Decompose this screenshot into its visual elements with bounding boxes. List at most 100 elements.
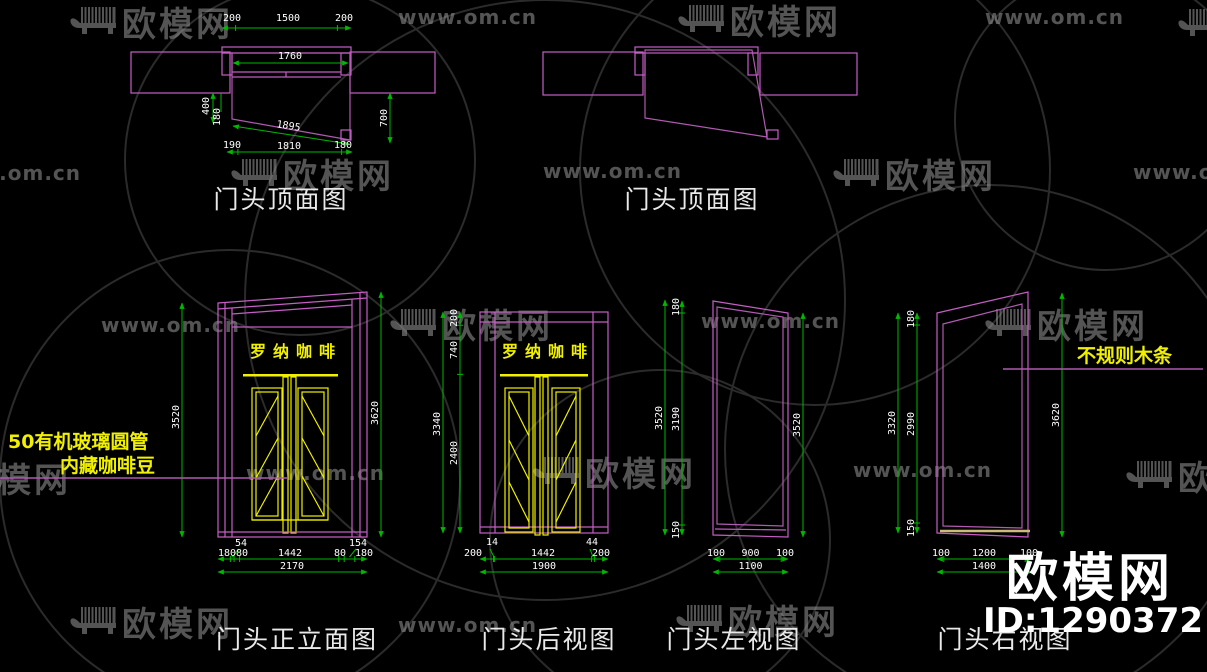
drawing-front-elevation: 罗纳咖啡 3520 3620 54 154 180 80 14 [171, 291, 384, 654]
dim-label: 180 [671, 298, 682, 316]
dim-label: 200 [335, 13, 353, 24]
dim-label: 180 [334, 140, 352, 151]
shop-sign-text: 罗纳咖啡 [250, 342, 342, 361]
frame-outline [217, 291, 368, 538]
acrylic-tube [290, 376, 297, 534]
watermark-url: www.om.cn [853, 458, 992, 482]
wall-hatch-right [759, 52, 858, 96]
dim-label: 3520 [792, 413, 803, 437]
wood-note: 不规则木条 [1077, 344, 1173, 367]
watermark-brand: 欧模网 [1178, 459, 1207, 499]
drawing-plan-top-left: 200 1500 200 1760 400 180 700 1895 190 1… [130, 13, 436, 214]
frame-outline [479, 311, 609, 534]
canopy-foot [766, 129, 779, 140]
door-right [551, 387, 581, 533]
dim-label: 100 [1020, 548, 1038, 559]
wall-hatch-right [349, 51, 436, 94]
watermark-url: www.om.cn [701, 309, 840, 333]
dim-label: 14 [486, 537, 498, 548]
watermark-brand: 欧模网 [1037, 307, 1148, 347]
drawing-title-right-view: 门头右视图 [937, 625, 1072, 654]
mosaic-panel [716, 306, 784, 527]
dim-label: 1100 [738, 561, 762, 572]
sofa-icon [831, 157, 881, 188]
sofa-icon [1124, 459, 1174, 490]
dim-label: 1900 [532, 561, 556, 572]
drawing-left-view: 3520 180 3190 150 3520 100 900 100 1100 … [654, 298, 806, 654]
door-left [251, 387, 283, 521]
dim-label: 2400 [449, 441, 460, 465]
mosaic-canopy [644, 49, 768, 138]
dim-label: 190 [223, 140, 241, 151]
dim-label: 1500 [276, 13, 300, 24]
dim-label: 180 [906, 310, 917, 328]
dim-label: 80 [334, 548, 346, 559]
drawing-rear-view: 罗纳咖啡 3340 200 740 2400 14 44 200 [432, 309, 616, 654]
dim-label: 150 [671, 521, 682, 539]
dim-label: 150 [906, 519, 917, 537]
footer-model-id: ID:1290372 [983, 601, 1203, 641]
dim-label: 1400 [972, 561, 996, 572]
footer-brand: 欧模网 [1006, 549, 1174, 609]
sign-underline [500, 374, 588, 377]
drawing-title-left-view: 门头左视图 [666, 625, 801, 654]
tube-note-line1: 50有机玻璃圆管 [8, 430, 148, 453]
drawing-title-rear: 门头后视图 [481, 625, 616, 654]
door-left [504, 387, 534, 533]
watermark-url: www.om.cn [398, 613, 537, 637]
dim-label: 100 [776, 548, 794, 559]
dim-label: 180 [355, 548, 373, 559]
dim-label: 1760 [278, 51, 302, 62]
dimensions: 3520 3620 54 154 180 80 1442 80 180 2170 [171, 291, 384, 575]
dim-label: 3190 [671, 407, 682, 431]
watermark-brand: 欧模网 [730, 3, 841, 43]
tube-note-line2: 内藏咖啡豆 [60, 454, 155, 477]
dim-label: 80 [236, 548, 248, 559]
dimensions: 3320 180 2990 150 3620 100 1200 100 1400 [887, 292, 1065, 575]
dim-label: 100 [707, 548, 725, 559]
dim-label: 1895 [276, 119, 302, 134]
sofa-icon [68, 605, 118, 636]
dim-label: 2170 [280, 561, 304, 572]
drawing-title-front: 门头正立面图 [216, 625, 378, 654]
watermark-marks: 欧模网 欧模网 欧模网 欧模网 欧模网 欧模网 欧模网 欧模网 欧模网 欧模网 … [0, 3, 1207, 645]
dim-label: 200 [223, 13, 241, 24]
dim-label: 1442 [278, 548, 302, 559]
watermark-url: www.om.cn [398, 5, 537, 29]
dim-label: 154 [349, 538, 367, 549]
dim-label: 3520 [654, 406, 665, 430]
acrylic-tube [282, 376, 289, 534]
watermark-url: www.om.cn [985, 5, 1124, 29]
watermark-brand: 欧模网 [0, 461, 71, 501]
dim-label: 180 [218, 548, 236, 559]
dim-label: 900 [741, 548, 759, 559]
dimensions: 200 1500 200 1760 400 180 700 1895 190 1… [201, 13, 393, 155]
acrylic-tube [542, 376, 549, 536]
watermark-url: www.om.cn [246, 461, 385, 485]
drawing-title-plan-left: 门头顶面图 [213, 185, 348, 214]
dim-label: 3520 [171, 405, 182, 429]
dim-label: 54 [235, 538, 247, 549]
dim-label: 100 [932, 548, 950, 559]
watermark-brand: 欧模网 [728, 603, 839, 643]
dim-label: 44 [586, 537, 598, 548]
sofa-icon [68, 5, 118, 36]
watermark-brand: 欧模网 [122, 5, 233, 45]
dimensions: 3340 200 740 2400 14 44 200 1442 200 190… [432, 309, 610, 575]
shop-sign-text: 罗纳咖啡 [502, 342, 594, 361]
sofa-icon [1176, 7, 1207, 38]
watermark-url: www.om.cn [101, 313, 240, 337]
wall-hatch-left [130, 51, 231, 94]
door-leaf-plan [232, 71, 341, 78]
dim-label: 700 [379, 109, 390, 127]
watermark-url: www.om.cn [1133, 160, 1207, 184]
acrylic-tube [534, 376, 541, 536]
drawing-right-view: 3320 180 2990 150 3620 100 1200 100 1400… [887, 291, 1072, 654]
panel-outline [936, 291, 1029, 538]
dim-label: 1200 [972, 548, 996, 559]
panel-outline [712, 300, 789, 538]
dim-label: 3620 [1051, 403, 1062, 427]
dim-label: 200 [592, 548, 610, 559]
dim-label: 1810 [277, 141, 301, 152]
